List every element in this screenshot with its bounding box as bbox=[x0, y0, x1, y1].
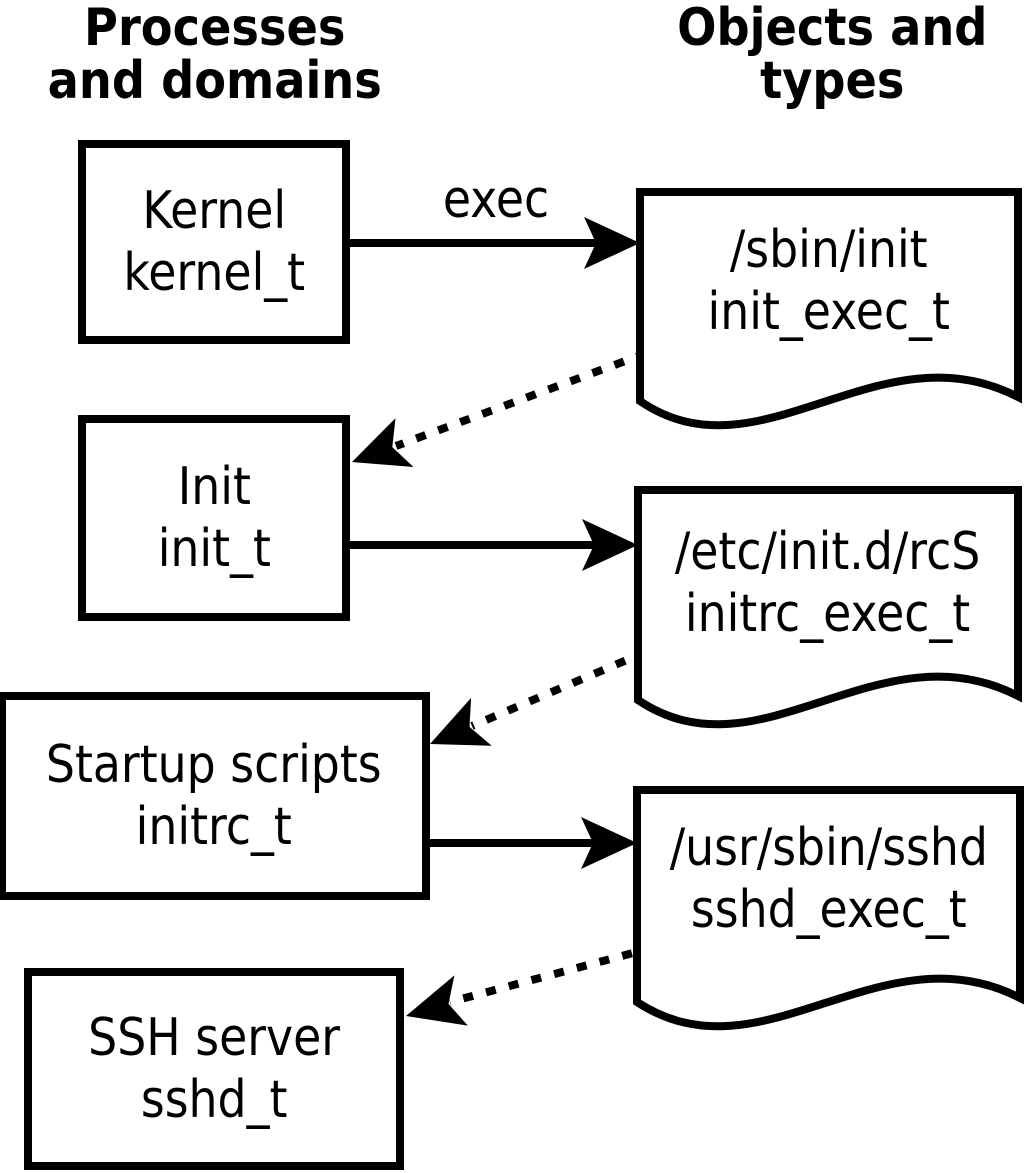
process-node-kernel: Kernel kernel_t bbox=[78, 140, 350, 344]
arrowhead-sshd-exec-to-sshd bbox=[406, 975, 468, 1026]
document-shape-init-exec bbox=[636, 188, 1022, 430]
object-type: init_exec_t bbox=[707, 282, 951, 342]
process-node-kernel-text: Kernel kernel_t bbox=[123, 180, 305, 304]
object-path: /etc/init.d/rcS bbox=[675, 522, 981, 582]
process-name: Kernel bbox=[142, 181, 286, 241]
process-node-ssh-server: SSH server sshd_t bbox=[24, 968, 404, 1170]
process-domain-type: kernel_t bbox=[123, 243, 305, 303]
object-node-initrc-exec: /etc/init.d/rcS initrc_exec_t bbox=[638, 521, 1018, 645]
heading-left-line1: Processes bbox=[84, 0, 346, 58]
heading-right-line1: Objects and bbox=[676, 0, 988, 58]
object-type: initrc_exec_t bbox=[685, 584, 971, 644]
object-path: /usr/sbin/sshd bbox=[669, 818, 988, 878]
dotted-arrow-initrc-exec-to-initrc bbox=[470, 629, 692, 730]
process-node-init: Init init_t bbox=[78, 415, 350, 621]
process-node-ssh-server-text: SSH server sshd_t bbox=[88, 1007, 340, 1131]
arrowhead-initrc-exec-to-initrc bbox=[430, 697, 492, 746]
process-node-init-text: Init init_t bbox=[157, 456, 270, 580]
document-shape-initrc-exec bbox=[634, 486, 1022, 729]
dotted-arrow-sshd-exec-to-sshd bbox=[448, 931, 702, 1006]
arrowhead-initrc-to-sshd-exec bbox=[581, 817, 637, 869]
process-node-startup-scripts-text: Startup scripts initrc_t bbox=[46, 734, 382, 858]
document-shape-sshd-exec bbox=[633, 786, 1024, 1031]
edge-label-exec: exec bbox=[442, 170, 550, 230]
process-domain-type: initrc_t bbox=[135, 797, 293, 857]
process-node-startup-scripts: Startup scripts initrc_t bbox=[0, 692, 430, 900]
process-name: Startup scripts bbox=[46, 735, 382, 795]
object-node-init-exec: /sbin/init init_exec_t bbox=[640, 219, 1018, 343]
arrowhead-init-exec-to-init bbox=[352, 418, 414, 467]
object-type: sshd_exec_t bbox=[690, 880, 967, 940]
object-path: /sbin/init bbox=[730, 220, 928, 280]
arrowhead-init-to-initrc-exec bbox=[582, 519, 638, 571]
process-name: Init bbox=[177, 457, 251, 517]
heading-left-line2: and domains bbox=[47, 51, 383, 111]
process-name: SSH server bbox=[88, 1008, 340, 1068]
process-domain-type: init_t bbox=[157, 519, 271, 579]
object-node-initrc-exec-text: /etc/init.d/rcS initrc_exec_t bbox=[675, 521, 980, 645]
arrowhead-kernel-to-init-exec bbox=[584, 217, 640, 269]
object-node-sshd-exec-text: /usr/sbin/sshd sshd_exec_t bbox=[669, 817, 987, 941]
object-node-sshd-exec: /usr/sbin/sshd sshd_exec_t bbox=[637, 817, 1020, 941]
heading-right-line2: types bbox=[759, 51, 905, 111]
process-domain-type: sshd_t bbox=[140, 1070, 288, 1130]
object-node-init-exec-text: /sbin/init init_exec_t bbox=[708, 219, 950, 343]
